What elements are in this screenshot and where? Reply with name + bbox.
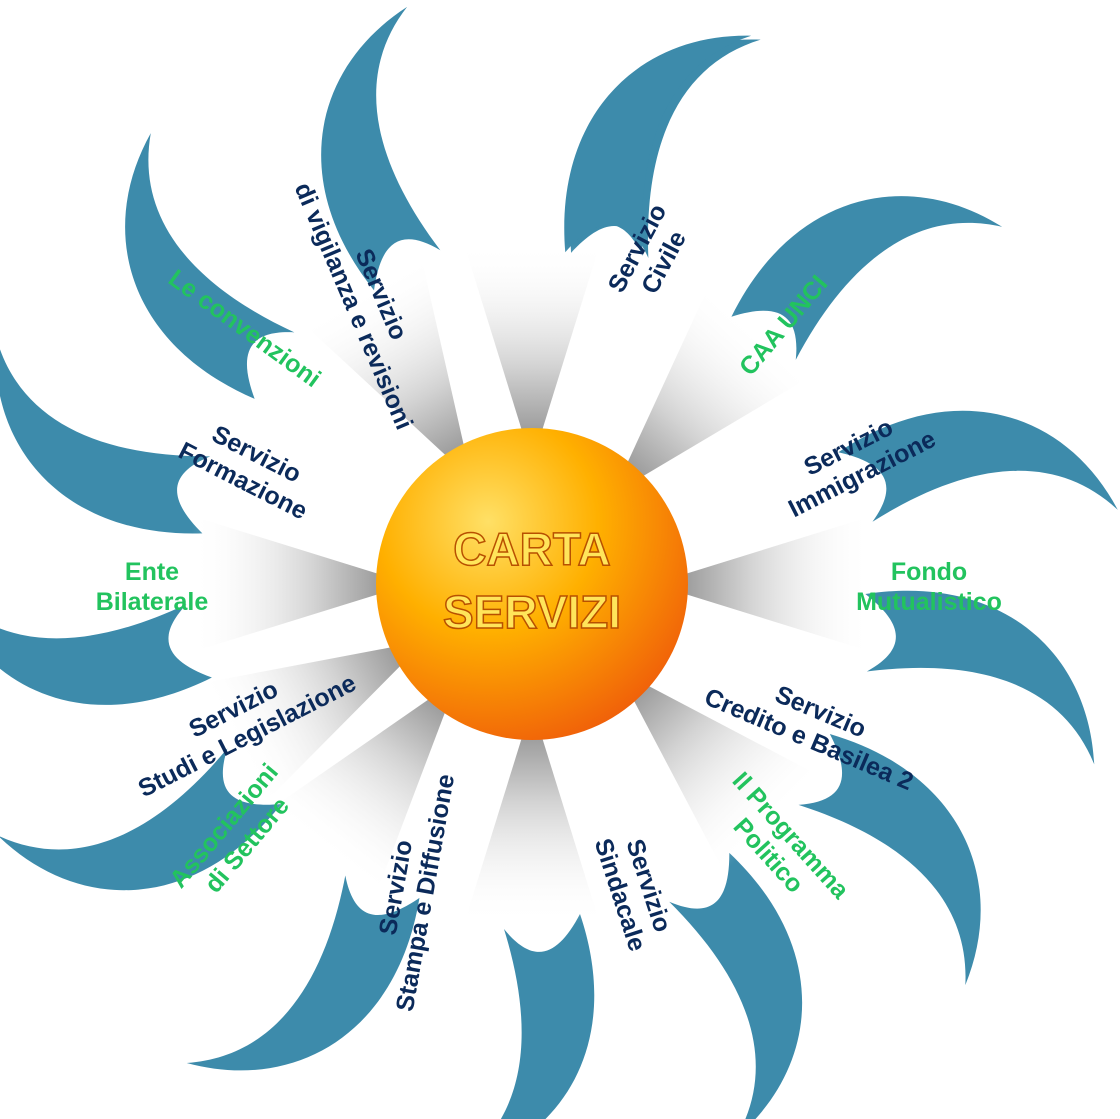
center-title-line1: CARTA <box>453 523 611 575</box>
petal-shape <box>321 6 441 291</box>
petal-shape <box>865 590 1095 765</box>
ray <box>631 683 821 873</box>
petal-shape <box>0 586 212 705</box>
service-label-line: Ente <box>125 558 179 586</box>
petal-shape <box>731 196 1003 360</box>
center-title-line2: SERVIZI <box>443 586 621 638</box>
petal-shape <box>798 733 981 986</box>
ray <box>464 244 600 434</box>
petal-shape <box>186 875 420 1071</box>
service-label-line: Fondo <box>891 558 967 586</box>
petal-shape <box>125 133 295 399</box>
ray <box>269 696 447 894</box>
petal-shape <box>0 336 211 534</box>
ray <box>192 516 382 652</box>
petal-shape <box>452 914 595 1119</box>
ray <box>625 285 811 479</box>
service-label-line: Mutualistico <box>856 588 1002 616</box>
petal-shape <box>669 852 803 1119</box>
ray <box>682 516 872 652</box>
petal-shape <box>0 748 282 891</box>
ray <box>464 734 600 924</box>
service-label-line: Bilaterale <box>96 588 209 616</box>
center-sun <box>376 428 688 740</box>
ray <box>199 646 404 804</box>
rays <box>192 244 872 924</box>
ray <box>303 255 465 459</box>
petal-shape <box>838 410 1118 522</box>
petal-shape <box>564 35 752 257</box>
